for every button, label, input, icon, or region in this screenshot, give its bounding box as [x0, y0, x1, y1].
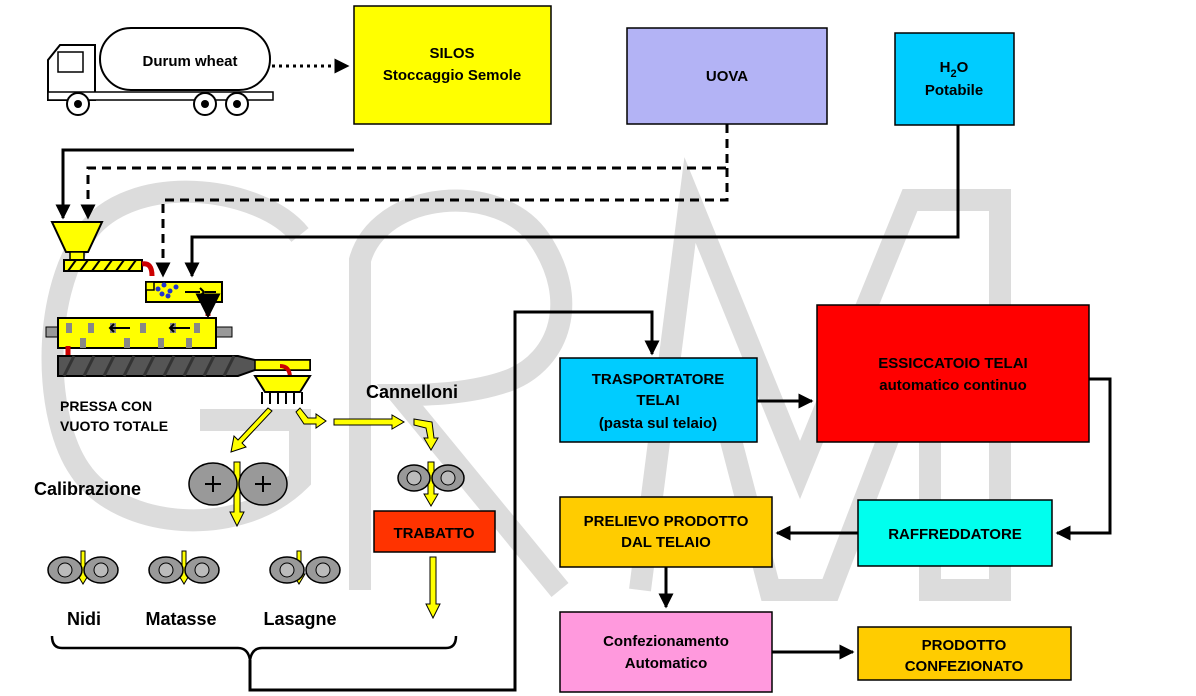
process-flow-arrows	[658, 377, 1112, 660]
raffreddatore-box	[857, 499, 1053, 567]
trasportatore-label-line3: (pasta sul telaio)	[599, 415, 717, 432]
uova-label: UOVA	[706, 68, 748, 85]
water-box	[894, 32, 1015, 126]
press-mixer-arrows	[108, 323, 190, 333]
matasse-label: Matasse	[145, 609, 216, 629]
trasportatore-box	[559, 357, 758, 443]
silos-label-line2: Stoccaggio Semole	[383, 67, 521, 84]
trabatto-box	[373, 510, 496, 553]
calibration-down-arrow	[229, 461, 245, 528]
essiccatoio-label-line2: automatico continuo	[879, 377, 1027, 394]
lasagne-label: Lasagne	[263, 609, 336, 629]
confezionamento-label-line1: Confezionamento	[603, 633, 729, 650]
trabatto-label: TRABATTO	[393, 525, 474, 542]
trasportatore-label-line1: TRASPORTATORE	[592, 371, 725, 388]
press-label-line2: VUOTO TOTALE	[60, 418, 168, 434]
lasagne-rollers-icon	[269, 556, 341, 584]
trabatto-down-arrow	[425, 556, 441, 620]
press-die-nozzles	[261, 392, 303, 404]
press-to-calibration-arrow	[230, 407, 273, 453]
water-h: H	[940, 59, 951, 76]
silos-box	[353, 5, 552, 125]
cannelloni-main-arrow	[333, 414, 405, 430]
trasportatore-label-line2: TELAI	[636, 392, 679, 409]
egg-particles-icon	[155, 282, 179, 299]
press-to-cannelloni-hook-arrow	[295, 407, 327, 429]
prelievo-box	[559, 496, 773, 568]
feed-screw	[63, 259, 143, 272]
uova-box	[626, 27, 828, 125]
confezionamento-label-line2: Automatico	[625, 655, 708, 672]
uova-to-mixer-dashed-line	[155, 168, 729, 278]
cannelloni-rollers-down-arrow	[423, 461, 439, 507]
prelievo-label-line2: DAL TELAIO	[621, 534, 711, 551]
water-o: O	[957, 59, 969, 76]
silos-to-hopper-line	[55, 148, 354, 220]
cannelloni-rollers-icon	[397, 464, 465, 492]
press-screw-thread	[62, 355, 236, 377]
essiccatoio-label-line1: ESSICCATOIO TELAI	[878, 355, 1027, 372]
products-bracket	[50, 635, 458, 661]
raffreddatore-label: RAFFREDDATORE	[888, 526, 1022, 543]
water-to-mixer-line	[184, 125, 960, 278]
nidi-rollers-icon	[47, 556, 119, 584]
ingredient-flow-lines	[55, 124, 960, 278]
premixer-inlet	[145, 281, 155, 291]
press-die-head	[253, 375, 312, 393]
calibrazione-label: Calibrazione	[34, 479, 141, 499]
water-label-line1: H2O	[940, 59, 969, 80]
watermark-logo	[41, 157, 1011, 601]
confezionamento-box	[559, 611, 773, 693]
screw-to-mixer-red-arrow	[141, 261, 155, 277]
water-subscript: 2	[951, 68, 957, 80]
silos-label-line1: SILOS	[429, 45, 474, 62]
essiccatoio-box	[816, 304, 1090, 443]
feed-screw-thread	[67, 259, 137, 272]
bracket-to-trasportatore-line	[248, 310, 660, 692]
nidi-label: Nidi	[67, 609, 101, 629]
essiccatoio-to-raffreddatore-arrow	[1055, 377, 1112, 541]
prelievo-label-line1: PRELIEVO PRODOTTO	[584, 513, 749, 530]
press-label-line1: PRESSA CON	[60, 398, 152, 414]
truck-icon	[47, 27, 274, 116]
matasse-rollers-icon	[148, 556, 220, 584]
cannelloni-down-hook-arrow	[413, 418, 439, 451]
prodotto-box	[857, 626, 1072, 681]
prodotto-label-line1: PRODOTTO	[922, 637, 1007, 654]
prodotto-label-line2: CONFEZIONATO	[905, 658, 1024, 675]
water-label-line2: Potabile	[925, 82, 983, 99]
truck-label: Durum wheat	[142, 53, 237, 70]
calibration-rollers-icon	[188, 462, 288, 506]
hopper-icon	[50, 221, 104, 261]
uova-to-hopper-dashed-line	[80, 124, 729, 220]
cannelloni-label: Cannelloni	[366, 382, 458, 402]
